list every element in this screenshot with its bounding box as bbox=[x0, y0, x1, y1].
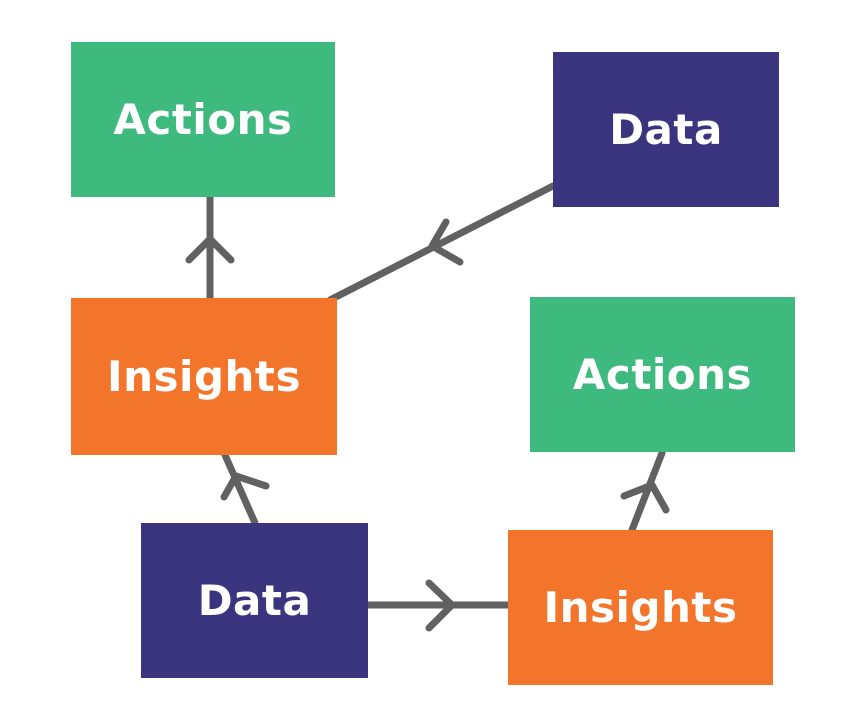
arrow-insights-to-actions-right bbox=[620, 449, 670, 534]
actions-node-mid-right: Actions bbox=[530, 297, 795, 452]
actions-label: Actions bbox=[113, 95, 293, 144]
actions-node-top-left: Actions bbox=[71, 42, 335, 197]
actions-label: Actions bbox=[572, 350, 753, 399]
data-node-top-right: Data bbox=[553, 52, 779, 207]
data-label: Data bbox=[609, 105, 723, 154]
arrow-data-to-insights-right bbox=[364, 579, 512, 632]
insights-label: Insights bbox=[107, 352, 301, 401]
arrow-insights-to-actions-top bbox=[185, 192, 235, 302]
arrow-data-to-insights-mid bbox=[326, 182, 557, 304]
arrow-data-to-insights-left bbox=[220, 451, 270, 527]
insights-node-bottom-right: Insights bbox=[508, 530, 773, 685]
data-node-bottom-left: Data bbox=[141, 523, 368, 678]
data-label: Data bbox=[197, 576, 312, 625]
insights-label: Insights bbox=[543, 583, 738, 632]
insights-node-mid-left: Insights bbox=[71, 298, 337, 455]
